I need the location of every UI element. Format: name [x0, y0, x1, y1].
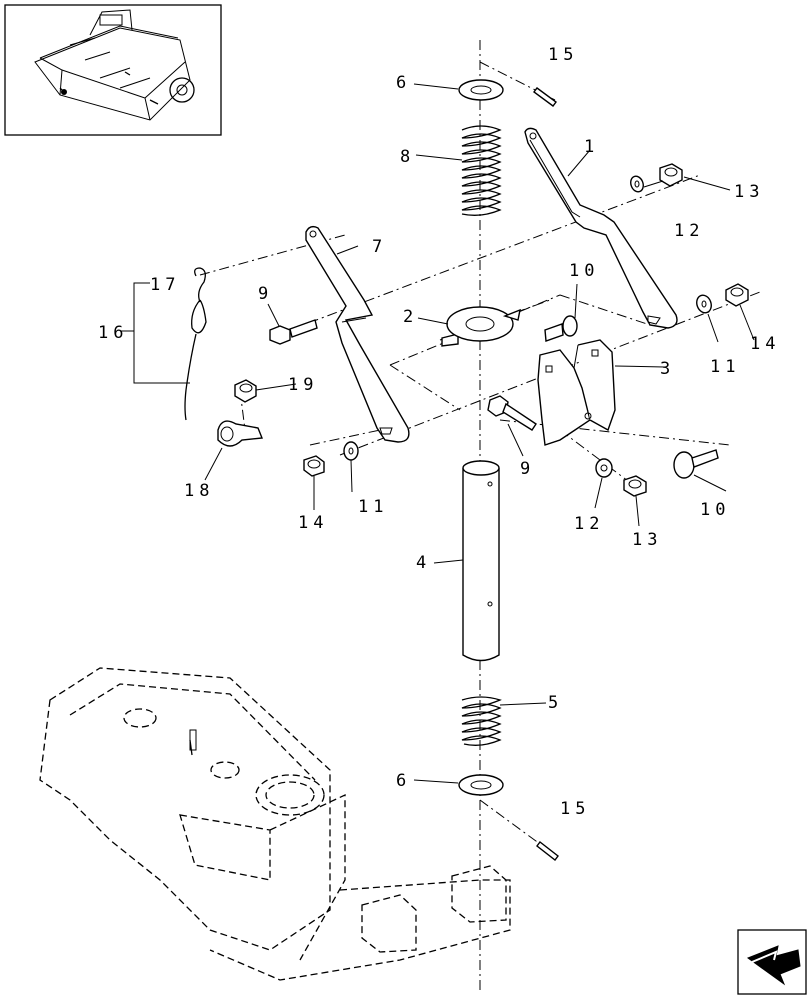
callout-9-left: 9	[258, 284, 273, 304]
previous-page-arrow-icon	[746, 945, 801, 986]
nut-14-left[interactable]	[303, 455, 325, 477]
callout-3: 3	[660, 359, 675, 379]
callout-4: 4	[416, 553, 431, 573]
bolt-10-bottom[interactable]	[673, 449, 719, 479]
callout-13-bottom: 13	[632, 530, 662, 550]
washer-6-bottom[interactable]	[458, 774, 504, 796]
bolt-10-top[interactable]	[544, 315, 578, 342]
callout-6-bottom: 6	[396, 771, 411, 791]
washer-11-right[interactable]	[694, 293, 713, 315]
pin-15-top[interactable]	[533, 87, 557, 107]
callout-11-right: 11	[710, 357, 740, 377]
callout-10-bottom: 10	[700, 500, 730, 520]
washer-12-bottom[interactable]	[595, 458, 613, 478]
nut-13-top[interactable]	[659, 163, 683, 187]
callout-2: 2	[403, 307, 418, 327]
callout-15-bottom: 15	[560, 799, 590, 819]
spring-5[interactable]	[461, 696, 502, 746]
bracket-7[interactable]	[305, 225, 410, 443]
callout-labels: 1 2 3 4 5 6 6 7 8 9 9 10 10 11 11 12 12 …	[98, 45, 780, 819]
callout-14-right: 14	[750, 334, 780, 354]
callout-14-left: 14	[298, 513, 328, 533]
nut-19[interactable]	[234, 379, 257, 403]
nut-14-right[interactable]	[725, 283, 749, 307]
callout-12-top: 12	[674, 221, 704, 241]
pin-4[interactable]	[462, 460, 500, 662]
callout-11-left: 11	[358, 497, 388, 517]
callout-12-bottom: 12	[574, 514, 604, 534]
callout-5: 5	[548, 693, 563, 713]
pin-15-bottom[interactable]	[536, 841, 559, 861]
nut-13-bottom[interactable]	[623, 475, 647, 497]
clip-18[interactable]	[217, 420, 263, 447]
previous-page-button[interactable]	[737, 929, 807, 995]
mower-deck-overview-icon	[34, 9, 195, 121]
callout-19: 19	[288, 375, 318, 395]
washer-12-top[interactable]	[629, 174, 646, 193]
callout-16: 16	[98, 323, 128, 343]
callout-8: 8	[400, 147, 415, 167]
callout-17: 17	[150, 275, 180, 295]
callout-9-mid: 9	[520, 459, 535, 479]
callout-leaders	[204, 83, 755, 784]
callout-6-top: 6	[396, 73, 411, 93]
washer-2[interactable]	[441, 306, 521, 347]
deck-overview-thumbnail[interactable]	[4, 4, 222, 136]
bolt-9-left[interactable]	[269, 319, 318, 345]
bracket-3[interactable]	[537, 339, 616, 446]
washer-11-left[interactable]	[343, 441, 359, 461]
callout-10-top: 10	[569, 261, 599, 281]
callout-7: 7	[372, 237, 387, 257]
callout-1: 1	[584, 137, 599, 157]
washer-6-top[interactable]	[458, 79, 504, 101]
lanyard-bracket-line	[120, 282, 190, 384]
callout-15-top: 15	[548, 45, 578, 65]
bracket-1[interactable]	[524, 127, 678, 329]
callout-13-top: 13	[734, 182, 764, 202]
callout-18: 18	[184, 481, 214, 501]
spring-8[interactable]	[461, 125, 502, 216]
lanyard-pin-16[interactable]	[184, 267, 207, 421]
bolt-9-mid[interactable]	[487, 395, 537, 431]
mower-frame-reference	[39, 667, 511, 981]
